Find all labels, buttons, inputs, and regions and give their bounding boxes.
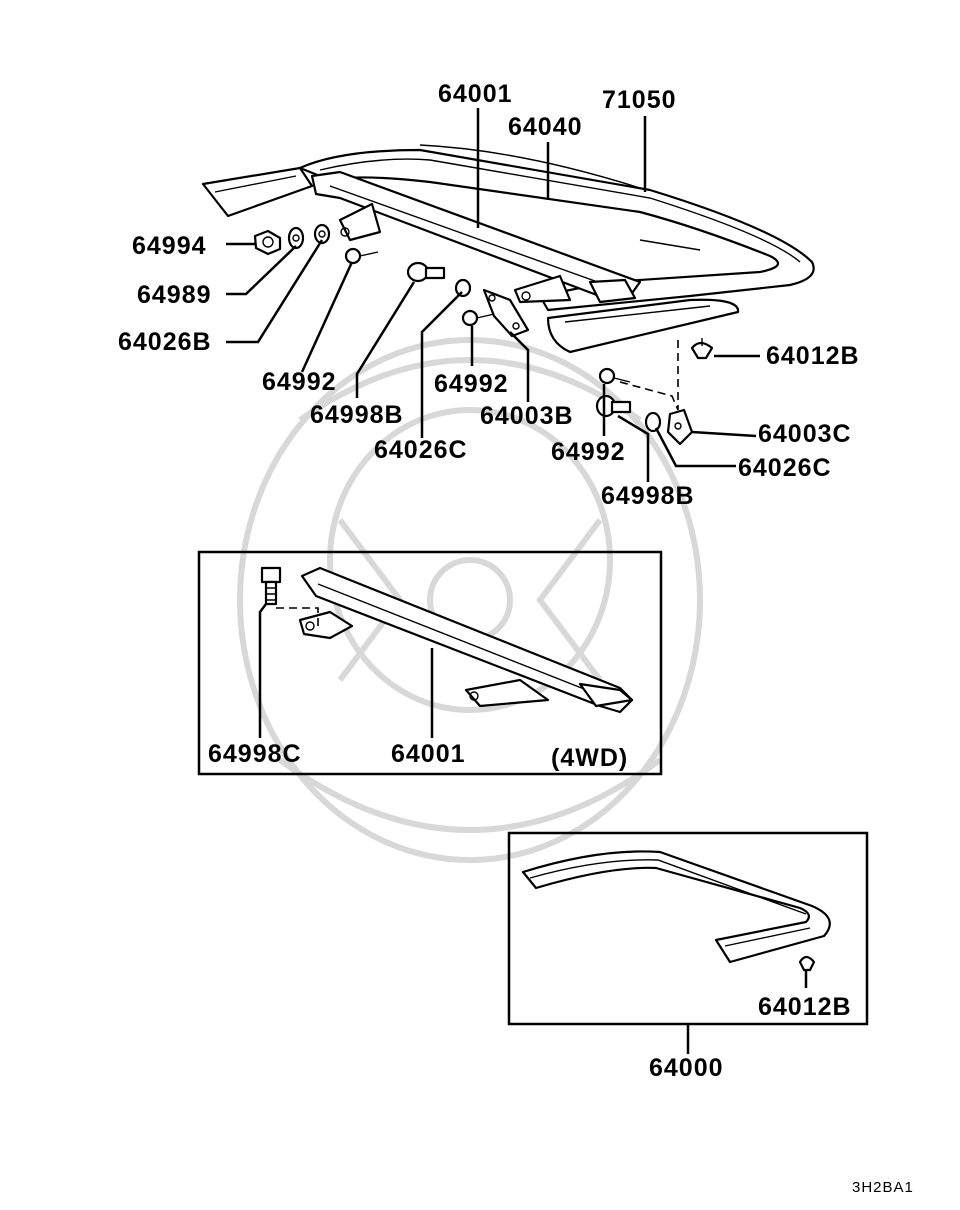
label-64012B-upper: 64012B [766,342,860,370]
detail-box-4wd [197,550,663,776]
label-64992-right: 64992 [551,438,626,466]
label-64026C-lower: 64026C [738,454,832,482]
washer-64026C-lower [644,411,662,433]
label-64003B: 64003B [480,402,574,430]
bolt-64998B-lower [595,394,632,418]
watermark-emblem [237,337,703,863]
spoiler-71050 [298,144,815,312]
leader-64998C [258,603,267,738]
bracket-64001-4wd [298,566,634,714]
screw-64992-middle [461,309,495,327]
washer-64026B [313,223,331,245]
bracket-64001 [310,170,642,304]
label-64040: 64040 [508,113,583,141]
clip-64012B-upper [690,338,714,360]
label-64001-top: 64001 [438,80,513,108]
screw-64992-left [344,247,379,265]
label-64989: 64989 [137,281,212,309]
washer-64989 [287,226,305,250]
leader-lines [226,108,760,482]
spoiler-end-cap-left [201,166,314,218]
washer-64026C-upper [454,278,472,298]
label-64003C: 64003C [758,420,852,448]
figure-code: 3H2BA1 [852,1179,914,1196]
label-64012B-lower: 64012B [758,993,852,1021]
label-64994: 64994 [132,232,207,260]
label-64001-box: 64001 [391,740,466,768]
label-64000: 64000 [649,1054,724,1082]
label-64998B-upper: 64998B [310,401,404,429]
clip-64003C [666,408,694,446]
label-4wd: (4WD) [551,744,628,772]
label-71050: 71050 [602,86,677,114]
label-64992-middle: 64992 [434,370,509,398]
screw-64992-right [598,367,631,385]
spoiler-assembly-64000 [521,850,831,964]
nut-64994 [253,229,282,256]
bolt-64998B-upper [406,261,446,283]
label-64026B: 64026B [118,328,212,356]
label-64998B-lower: 64998B [601,482,695,510]
detail-dashed-guide [276,607,319,626]
label-64998C: 64998C [208,740,302,768]
assembly-dashed-guide [619,381,679,411]
label-64026C-upper: 64026C [374,436,468,464]
clip-64003B [482,288,530,338]
label-64992-left: 64992 [262,368,337,396]
bolt-64998C [260,566,282,606]
clip-64012B-lower [798,955,816,972]
spoiler-end-cap-right [546,298,740,354]
